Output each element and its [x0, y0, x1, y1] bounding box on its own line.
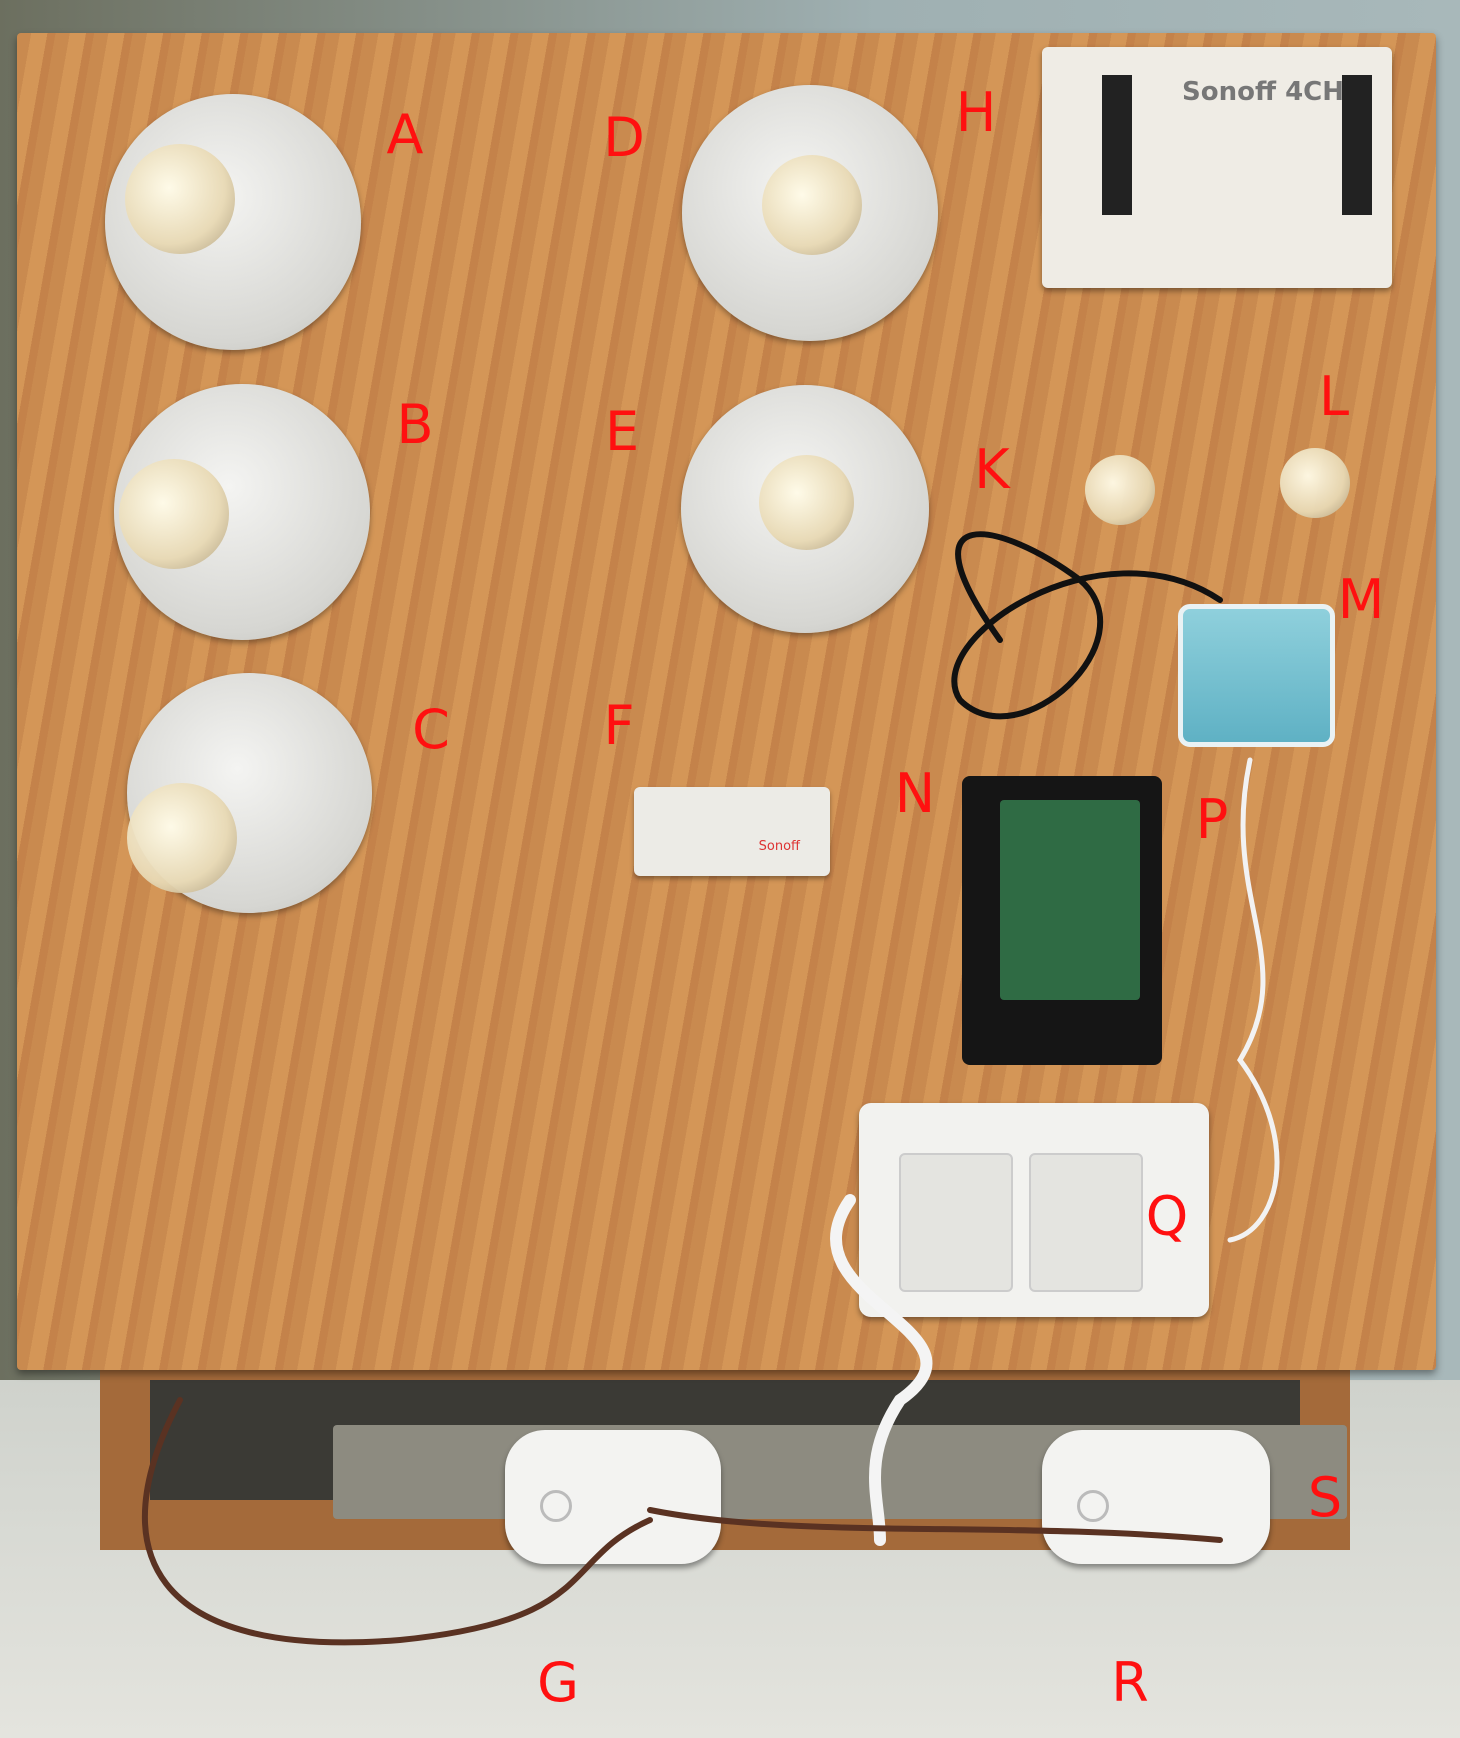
raspberry-pi-board — [1000, 800, 1140, 1000]
bulb-b — [119, 459, 229, 569]
bulb-a — [125, 144, 235, 254]
label-s: S — [1307, 1466, 1343, 1529]
lamp-holder-a — [105, 94, 361, 350]
sonoff-basic-switch: Sonoff — [634, 787, 830, 876]
wifi-router — [1178, 604, 1335, 747]
small-bulb-l — [1280, 448, 1350, 518]
bulb-e — [759, 455, 854, 550]
label-p: P — [1195, 788, 1229, 851]
terminal-strip — [1342, 75, 1372, 215]
bulb-c — [127, 783, 237, 893]
label-r: R — [1111, 1651, 1149, 1714]
bulb-d — [762, 155, 862, 255]
power-strip-q — [859, 1103, 1209, 1317]
label-f: F — [603, 694, 635, 757]
brown-cord-g — [141, 1397, 653, 1646]
black-cable — [951, 531, 1223, 720]
label-a: A — [386, 103, 424, 166]
label-n: N — [894, 762, 936, 825]
lamp-holder-e — [681, 385, 929, 633]
socket — [1029, 1153, 1143, 1292]
label-d: D — [603, 106, 645, 169]
label-e: E — [604, 400, 640, 463]
label-q: Q — [1145, 1185, 1189, 1248]
sonoff-4ch-logo: Sonoff 4CH — [1182, 77, 1345, 107]
lamp-holder-d — [682, 85, 938, 341]
plug-button — [1077, 1490, 1109, 1522]
lamp-holder-c — [127, 673, 372, 913]
sonoff-4ch-relay: Sonoff 4CH — [1042, 47, 1392, 288]
white-usb-cable — [1227, 757, 1280, 1243]
brown-cord-r — [647, 1507, 1223, 1543]
label-l: L — [1318, 365, 1350, 428]
sonoff-basic-logo: Sonoff — [758, 839, 800, 854]
lamp-holder-b — [114, 384, 370, 640]
smart-plug-r — [1042, 1430, 1270, 1564]
plug-button — [540, 1490, 572, 1522]
label-g: G — [537, 1651, 579, 1714]
white-power-cord — [830, 1194, 933, 1546]
label-c: C — [412, 698, 450, 761]
label-b: B — [396, 393, 434, 456]
label-k: K — [974, 438, 1010, 501]
socket — [899, 1153, 1013, 1292]
small-bulb-k — [1085, 455, 1155, 525]
label-m: M — [1337, 568, 1385, 631]
button-strip — [1102, 75, 1132, 215]
label-h: H — [955, 81, 997, 144]
